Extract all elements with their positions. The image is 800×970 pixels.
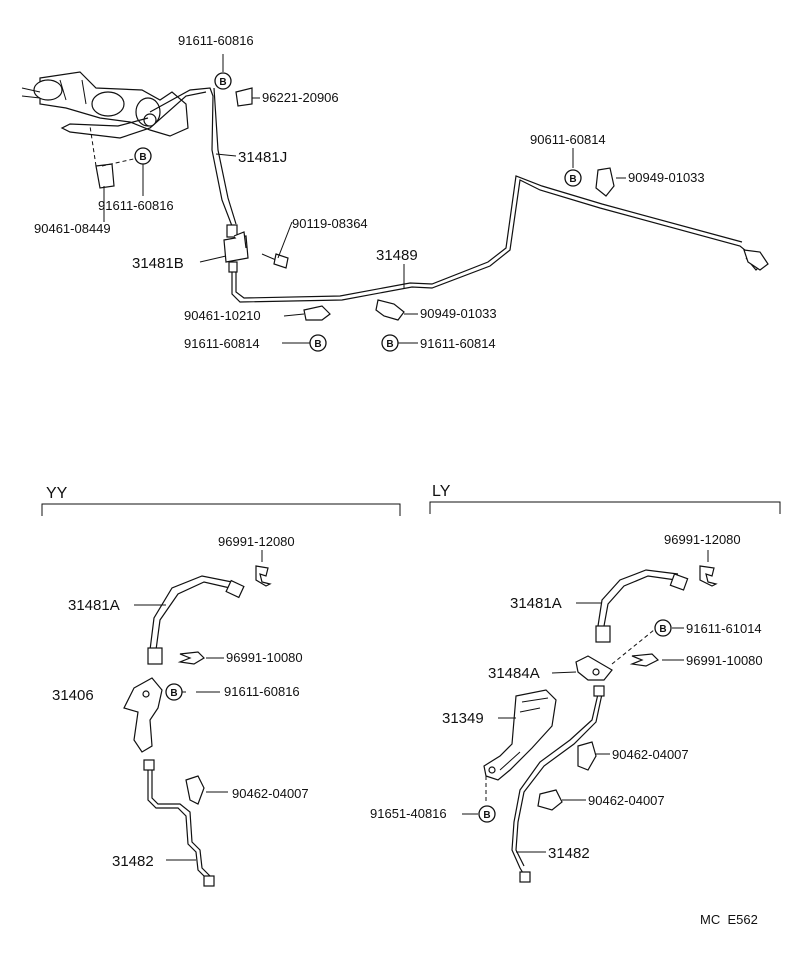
clamp-90462-04007-ly-a <box>577 741 597 771</box>
label-ly-90462-04007-a: 90462-04007 <box>612 747 689 762</box>
section-bracket-ly <box>429 501 781 514</box>
label-90461-08449: 90461-08449 <box>34 221 111 236</box>
label-31481J: 31481J <box>238 149 287 166</box>
bracket-31484A <box>575 655 613 681</box>
clamp-90461-10210 <box>303 305 331 321</box>
bolt-90119-08364 <box>261 253 289 269</box>
svg-text:B: B <box>314 339 321 350</box>
label-ly-96991-10080: 96991-10080 <box>686 653 763 668</box>
label-90119-08364: 90119-08364 <box>292 216 368 231</box>
label-yy-31481A: 31481A <box>68 597 120 614</box>
label-90949-01033-mid: 90949-01033 <box>420 306 497 321</box>
label-yy-31482: 31482 <box>112 853 154 870</box>
pipe-31482-ly <box>511 693 599 879</box>
bracket-31406 <box>123 677 163 753</box>
label-yy-90462-04007: 90462-04007 <box>232 786 309 801</box>
section-title-yy: YY <box>46 485 68 502</box>
label-ly-91651-40816: 91651-40816 <box>370 806 447 821</box>
clip-96991-10080-yy <box>177 651 205 665</box>
label-ly-31482: 31482 <box>548 845 590 862</box>
label-ly-91611-61014: 91611-61014 <box>686 621 762 636</box>
bracket-90461-08449 <box>95 163 115 189</box>
pipe-31482-yy <box>147 768 211 883</box>
svg-text:B: B <box>483 810 490 821</box>
clamp-96221-20906 <box>235 87 253 107</box>
b-marker-bottom-left: B <box>309 334 327 352</box>
b-marker-right: B <box>564 169 582 187</box>
label-yy-91611-60816: 91611-60816 <box>224 684 300 699</box>
section-bracket-yy <box>41 503 401 516</box>
pipe-loop <box>60 87 233 227</box>
label-yy-96991-12080: 96991-12080 <box>218 534 295 549</box>
label-yy-31406: 31406 <box>52 687 94 704</box>
label-31489: 31489 <box>376 247 418 264</box>
svg-text:B: B <box>386 339 393 350</box>
label-ly-31484A: 31484A <box>488 665 540 682</box>
b-marker-yy: B <box>165 683 183 701</box>
clamp-90462-04007-ly-b <box>537 789 563 811</box>
clamp-90949-01033-mid <box>375 299 405 321</box>
label-ly-96991-12080: 96991-12080 <box>664 532 741 547</box>
b-marker-bottom-right: B <box>381 334 399 352</box>
b-marker-left: B <box>134 147 152 165</box>
diagram-code: MC E562 <box>700 912 758 927</box>
clamp-90462-04007-yy <box>185 775 205 805</box>
svg-text:B: B <box>219 77 226 88</box>
label-90949-01033-right: 90949-01033 <box>628 170 705 185</box>
label-ly-31481A: 31481A <box>510 595 562 612</box>
label-ly-90462-04007-b: 90462-04007 <box>588 793 665 808</box>
svg-text:B: B <box>659 624 666 635</box>
section-title-ly: LY <box>432 483 451 500</box>
label-31481B: 31481B <box>132 255 184 272</box>
label-91611-60814-left: 91611-60814 <box>184 336 260 351</box>
svg-text:B: B <box>170 688 177 699</box>
clip-96991-12080-yy <box>255 565 272 587</box>
label-91611-60814-right: 91611-60814 <box>420 336 496 351</box>
label-91611-60816-left: 91611-60816 <box>98 198 174 213</box>
svg-text:B: B <box>139 152 146 163</box>
b-marker-ly-bottom: B <box>478 805 496 823</box>
pipe-31489 <box>231 179 763 303</box>
hose-31481A-ly <box>603 575 677 627</box>
hose-31481A-yy <box>155 581 231 651</box>
clip-96991-12080-ly <box>699 565 718 587</box>
b-marker-top: B <box>214 72 232 90</box>
clamp-90949-01033-right <box>595 167 615 197</box>
label-90611-60814: 90611-60814 <box>530 132 606 147</box>
svg-text:B: B <box>569 174 576 185</box>
label-yy-96991-10080: 96991-10080 <box>226 650 303 665</box>
label-ly-31349: 31349 <box>442 710 484 727</box>
bracket-31349 <box>483 689 557 781</box>
label-96221-20906: 96221-20906 <box>262 90 339 105</box>
label-91611-60816-top: 91611-60816 <box>178 33 254 48</box>
label-90461-10210: 90461-10210 <box>184 308 261 323</box>
clip-96991-10080-ly <box>629 653 660 667</box>
master-cylinder <box>21 71 189 137</box>
b-marker-ly-top: B <box>654 619 672 637</box>
